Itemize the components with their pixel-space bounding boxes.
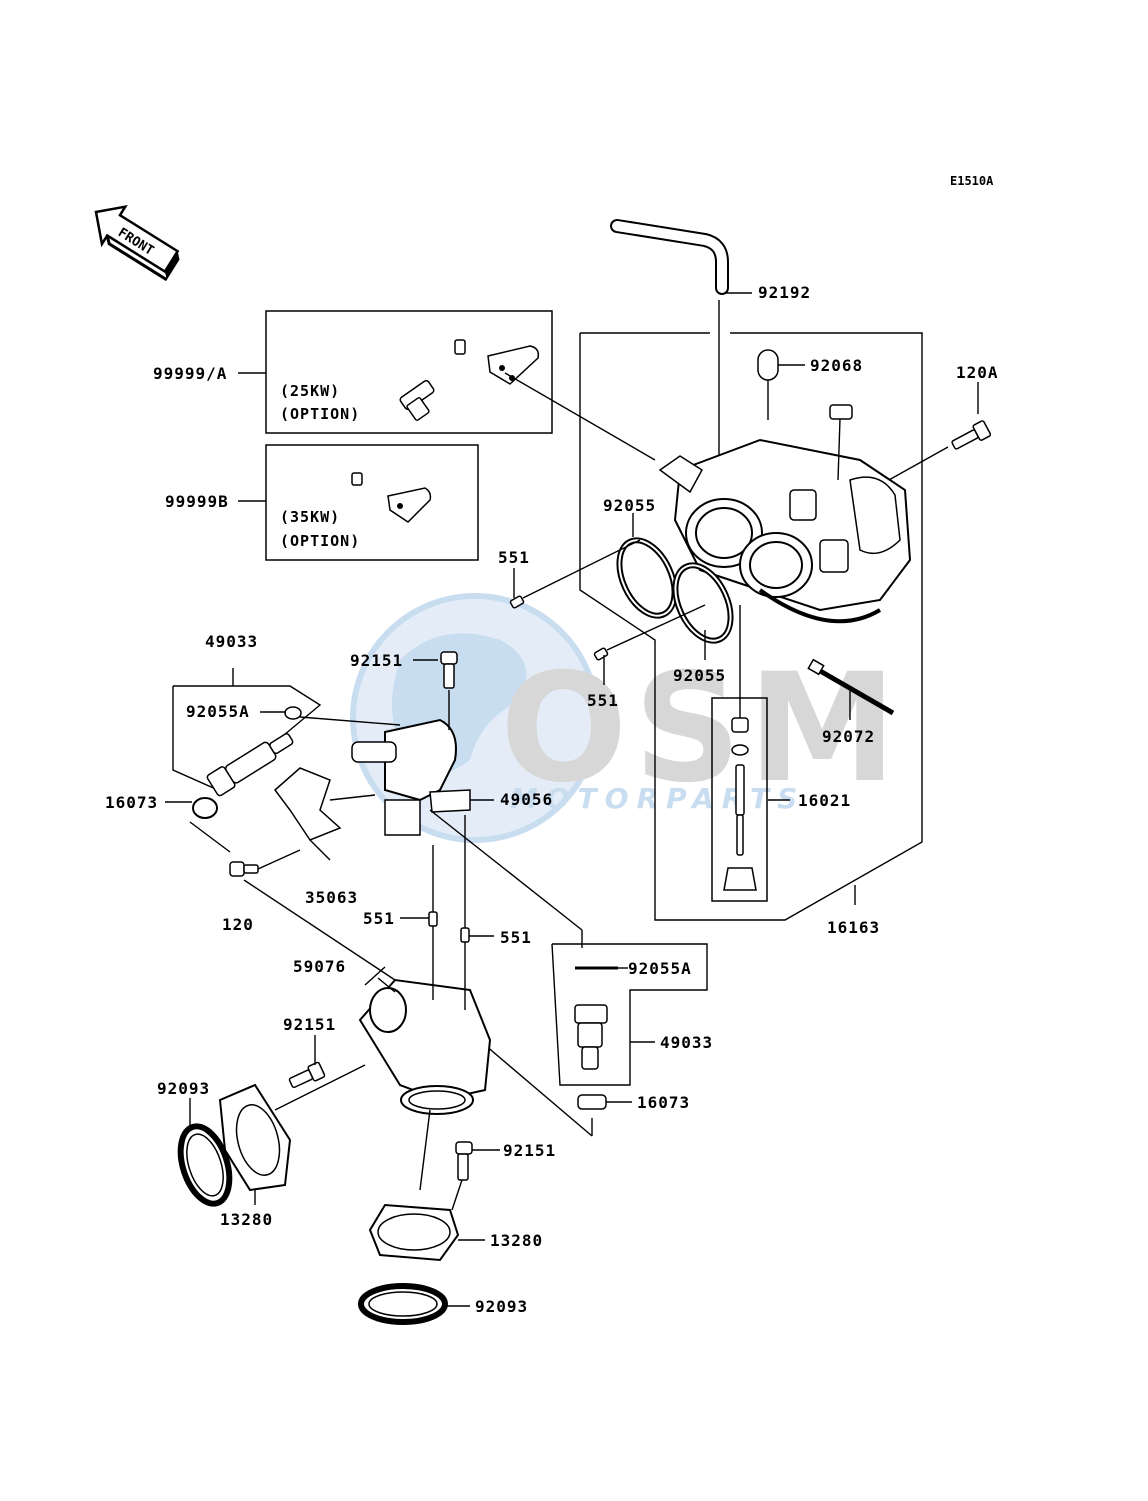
label-13280-bottom: 13280 (490, 1231, 543, 1250)
option-a-line1: (25KW) (280, 382, 340, 400)
label-16073-left: 16073 (105, 793, 158, 812)
option-box-25kw: (25KW) (OPTION) (265, 310, 656, 461)
label-92151-low: 92151 (503, 1141, 556, 1160)
injector-assembly-right (551, 943, 708, 1086)
label-16021: 16021 (798, 791, 851, 810)
label-16163: 16163 (827, 918, 880, 937)
injector-assembly-left (172, 685, 401, 797)
option-b-line2: (OPTION) (280, 532, 360, 550)
label-92151-mid: 92151 (283, 1015, 336, 1034)
option-a-line2: (OPTION) (280, 405, 360, 423)
label-120A: 120A (956, 363, 999, 382)
label-92151-top: 92151 (350, 651, 403, 670)
option-a-code: 99999/A (153, 364, 227, 383)
label-551-mid: 551 (587, 691, 619, 710)
front-arrow-icon: FRONT (94, 204, 180, 282)
label-92093-left: 92093 (157, 1079, 210, 1098)
screw-92151-mid (288, 1061, 326, 1089)
nut-16073-left (192, 797, 218, 819)
vacuum-hose (610, 219, 729, 470)
bracket-35063 (273, 767, 342, 841)
pin-551-mid (593, 647, 609, 661)
option-b-line1: (35KW) (280, 508, 340, 526)
twin-throttle-body (658, 404, 912, 624)
screw-92151-low (451, 1141, 500, 1211)
flange-13280-bottom (368, 1109, 485, 1262)
label-120: 120 (222, 915, 254, 934)
option-b-code: 99999B (165, 492, 229, 511)
label-92055-bottom: 92055 (673, 666, 726, 685)
label-551-top: 551 (498, 548, 530, 567)
watermark-brand: OSM (500, 642, 903, 816)
label-92055A-top: 92055A (186, 702, 250, 721)
watermark-sub: MOTORPARTS (510, 782, 805, 815)
pin-551-low1 (428, 911, 438, 927)
label-49033-top: 49033 (205, 632, 258, 651)
screw-120 (229, 849, 396, 981)
callout-leaders (364, 292, 979, 986)
label-92192: 92192 (758, 283, 811, 302)
pin-551-top (509, 595, 525, 609)
option-box-35kw: (35KW) (OPTION) (265, 444, 479, 561)
label-59076: 59076 (293, 957, 346, 976)
cap-92068 (757, 349, 779, 381)
throttle-body-lower (358, 926, 492, 1115)
pin-551-low2 (460, 927, 470, 943)
o-ring-92055A-top (284, 706, 302, 720)
throttle-body-assembly-frame (579, 332, 923, 921)
label-16073-bottom: 16073 (637, 1093, 690, 1112)
label-92072: 92072 (822, 727, 875, 746)
label-92068: 92068 (810, 356, 863, 375)
fuel-pipe-49056 (351, 718, 583, 948)
label-551-low1: 551 (363, 909, 395, 928)
label-92093-bottom: 92093 (475, 1297, 528, 1316)
screw-92151-top (440, 651, 458, 730)
cable-tie-92072 (807, 658, 895, 720)
diagram-code: E1510A (950, 174, 994, 188)
nut-16073-bottom (577, 1094, 607, 1110)
label-35063: 35063 (305, 888, 358, 907)
label-13280-left: 13280 (220, 1210, 273, 1229)
idle-adjuster-box (711, 605, 768, 902)
label-49056: 49056 (500, 790, 553, 809)
screw-120A (951, 420, 992, 450)
label-92055-top: 92055 (603, 496, 656, 515)
label-92055A-bottom: 92055A (628, 959, 692, 978)
label-551-low2: 551 (500, 928, 532, 947)
label-49033-bottom: 49033 (660, 1033, 713, 1052)
